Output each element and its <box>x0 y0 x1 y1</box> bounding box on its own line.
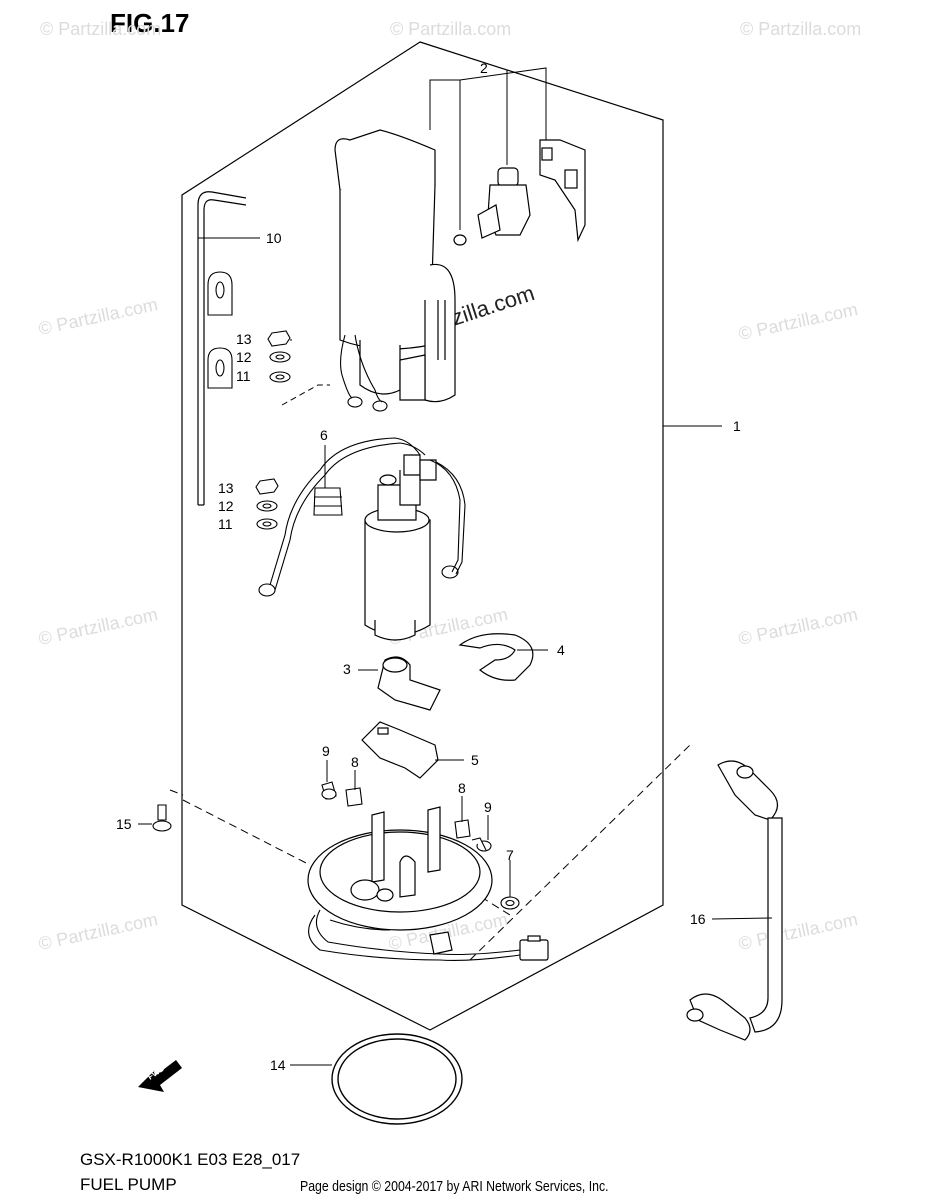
callout-8: 8 <box>351 754 359 770</box>
callout-15: 15 <box>116 816 132 832</box>
grommet <box>313 487 343 516</box>
callout-5: 5 <box>471 752 479 768</box>
fuel-outlet-hose <box>686 760 783 1041</box>
hardware-upper <box>267 330 291 383</box>
fuel-pump-motor <box>364 454 437 641</box>
watermark: © Partzilla.com <box>737 299 860 344</box>
callout-1: 1 <box>733 418 741 434</box>
callout-16: 16 <box>690 911 706 927</box>
watermark: © Partzilla.com <box>740 19 861 39</box>
callout-13: 13 <box>218 480 234 496</box>
upper-wire-leads <box>339 334 388 412</box>
callout-11: 11 <box>236 368 251 384</box>
fwd-arrow-icon: FWD <box>138 1060 182 1092</box>
cushion <box>458 633 534 681</box>
mounting-plate <box>307 806 493 931</box>
watermark: © Partzilla.com <box>40 19 161 39</box>
callout-12: 12 <box>236 349 252 365</box>
callout-leaders <box>138 237 773 1066</box>
bottom-harness <box>308 909 521 961</box>
dashed-leader <box>281 384 330 406</box>
callout-14: 14 <box>270 1057 286 1073</box>
o-ring <box>331 1033 463 1125</box>
callout-6: 6 <box>320 427 328 443</box>
pump-wiring <box>258 437 466 597</box>
fuel-filter <box>377 656 441 711</box>
watermark: © Partzilla.com <box>37 909 160 954</box>
watermark: © Partzilla.com <box>737 604 860 649</box>
page-credit: Page design © 2004-2017 by ARI Network S… <box>300 1178 609 1195</box>
figure-title: FIG.17 <box>110 8 190 38</box>
watermark: © Partzilla.com <box>737 909 860 954</box>
screws-clips <box>321 781 492 852</box>
washer-7 <box>500 896 520 910</box>
callout-2: 2 <box>480 60 488 76</box>
callout-10: 10 <box>266 230 282 246</box>
breather-hose <box>197 191 247 506</box>
callout-11: 11 <box>218 516 233 532</box>
watermark: © Partzilla.com <box>37 294 160 339</box>
callout-12: 12 <box>218 498 234 514</box>
watermark: © Partzilla.com <box>390 19 511 39</box>
assembly-outline <box>181 41 664 1031</box>
group-2-leader <box>429 67 547 230</box>
callout-numbers: 1 2 3 4 5 6 7 8 8 9 9 10 11 11 12 12 13 … <box>116 60 741 1073</box>
callout-9: 9 <box>484 799 492 815</box>
pump-housing <box>334 129 456 403</box>
pump-bracket <box>361 721 439 779</box>
callout-3: 3 <box>343 661 351 677</box>
hose-clamp <box>207 271 233 389</box>
callout-7: 7 <box>506 847 514 863</box>
clip-bracket <box>539 139 586 243</box>
pressure-regulator <box>453 167 531 246</box>
callout-13: 13 <box>236 331 252 347</box>
diagram-code: GSX-R1000K1 E03 E28_017 <box>80 1150 301 1169</box>
callout-4: 4 <box>557 642 565 658</box>
connector <box>429 931 549 961</box>
bolt <box>152 804 172 832</box>
hardware-lower <box>255 478 279 530</box>
callout-8: 8 <box>458 780 466 796</box>
watermark: © Partzilla.com <box>37 604 160 649</box>
callout-9: 9 <box>322 743 330 759</box>
diagram-name: FUEL PUMP <box>80 1175 177 1194</box>
